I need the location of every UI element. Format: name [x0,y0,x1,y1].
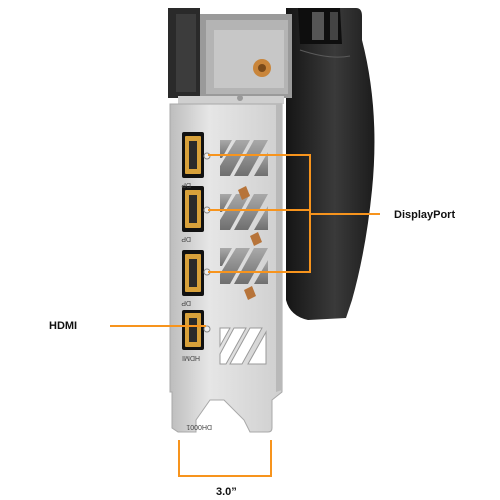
dp-marking-2: DP [181,235,191,242]
heatsink-block [168,8,292,98]
cooler-shroud [286,8,375,320]
dp-marking-1: DP [181,181,191,188]
dp-marking-3: DP [181,299,191,306]
hdmi-label: HDMI [49,320,78,332]
bracket-top-tab [178,96,284,104]
callout-lines [110,154,380,477]
displayport-2 [182,186,211,232]
displayport-label: DisplayPort [394,209,456,221]
vent-slots [219,140,268,365]
displayport-1 [182,132,211,178]
bracket-code: DH0001 [186,423,212,430]
hdmi-port [182,310,211,350]
width-dimension-label: 3.0” [216,486,237,498]
displayport-3 [182,250,211,296]
hdmi-marking: HDMI [182,354,200,361]
